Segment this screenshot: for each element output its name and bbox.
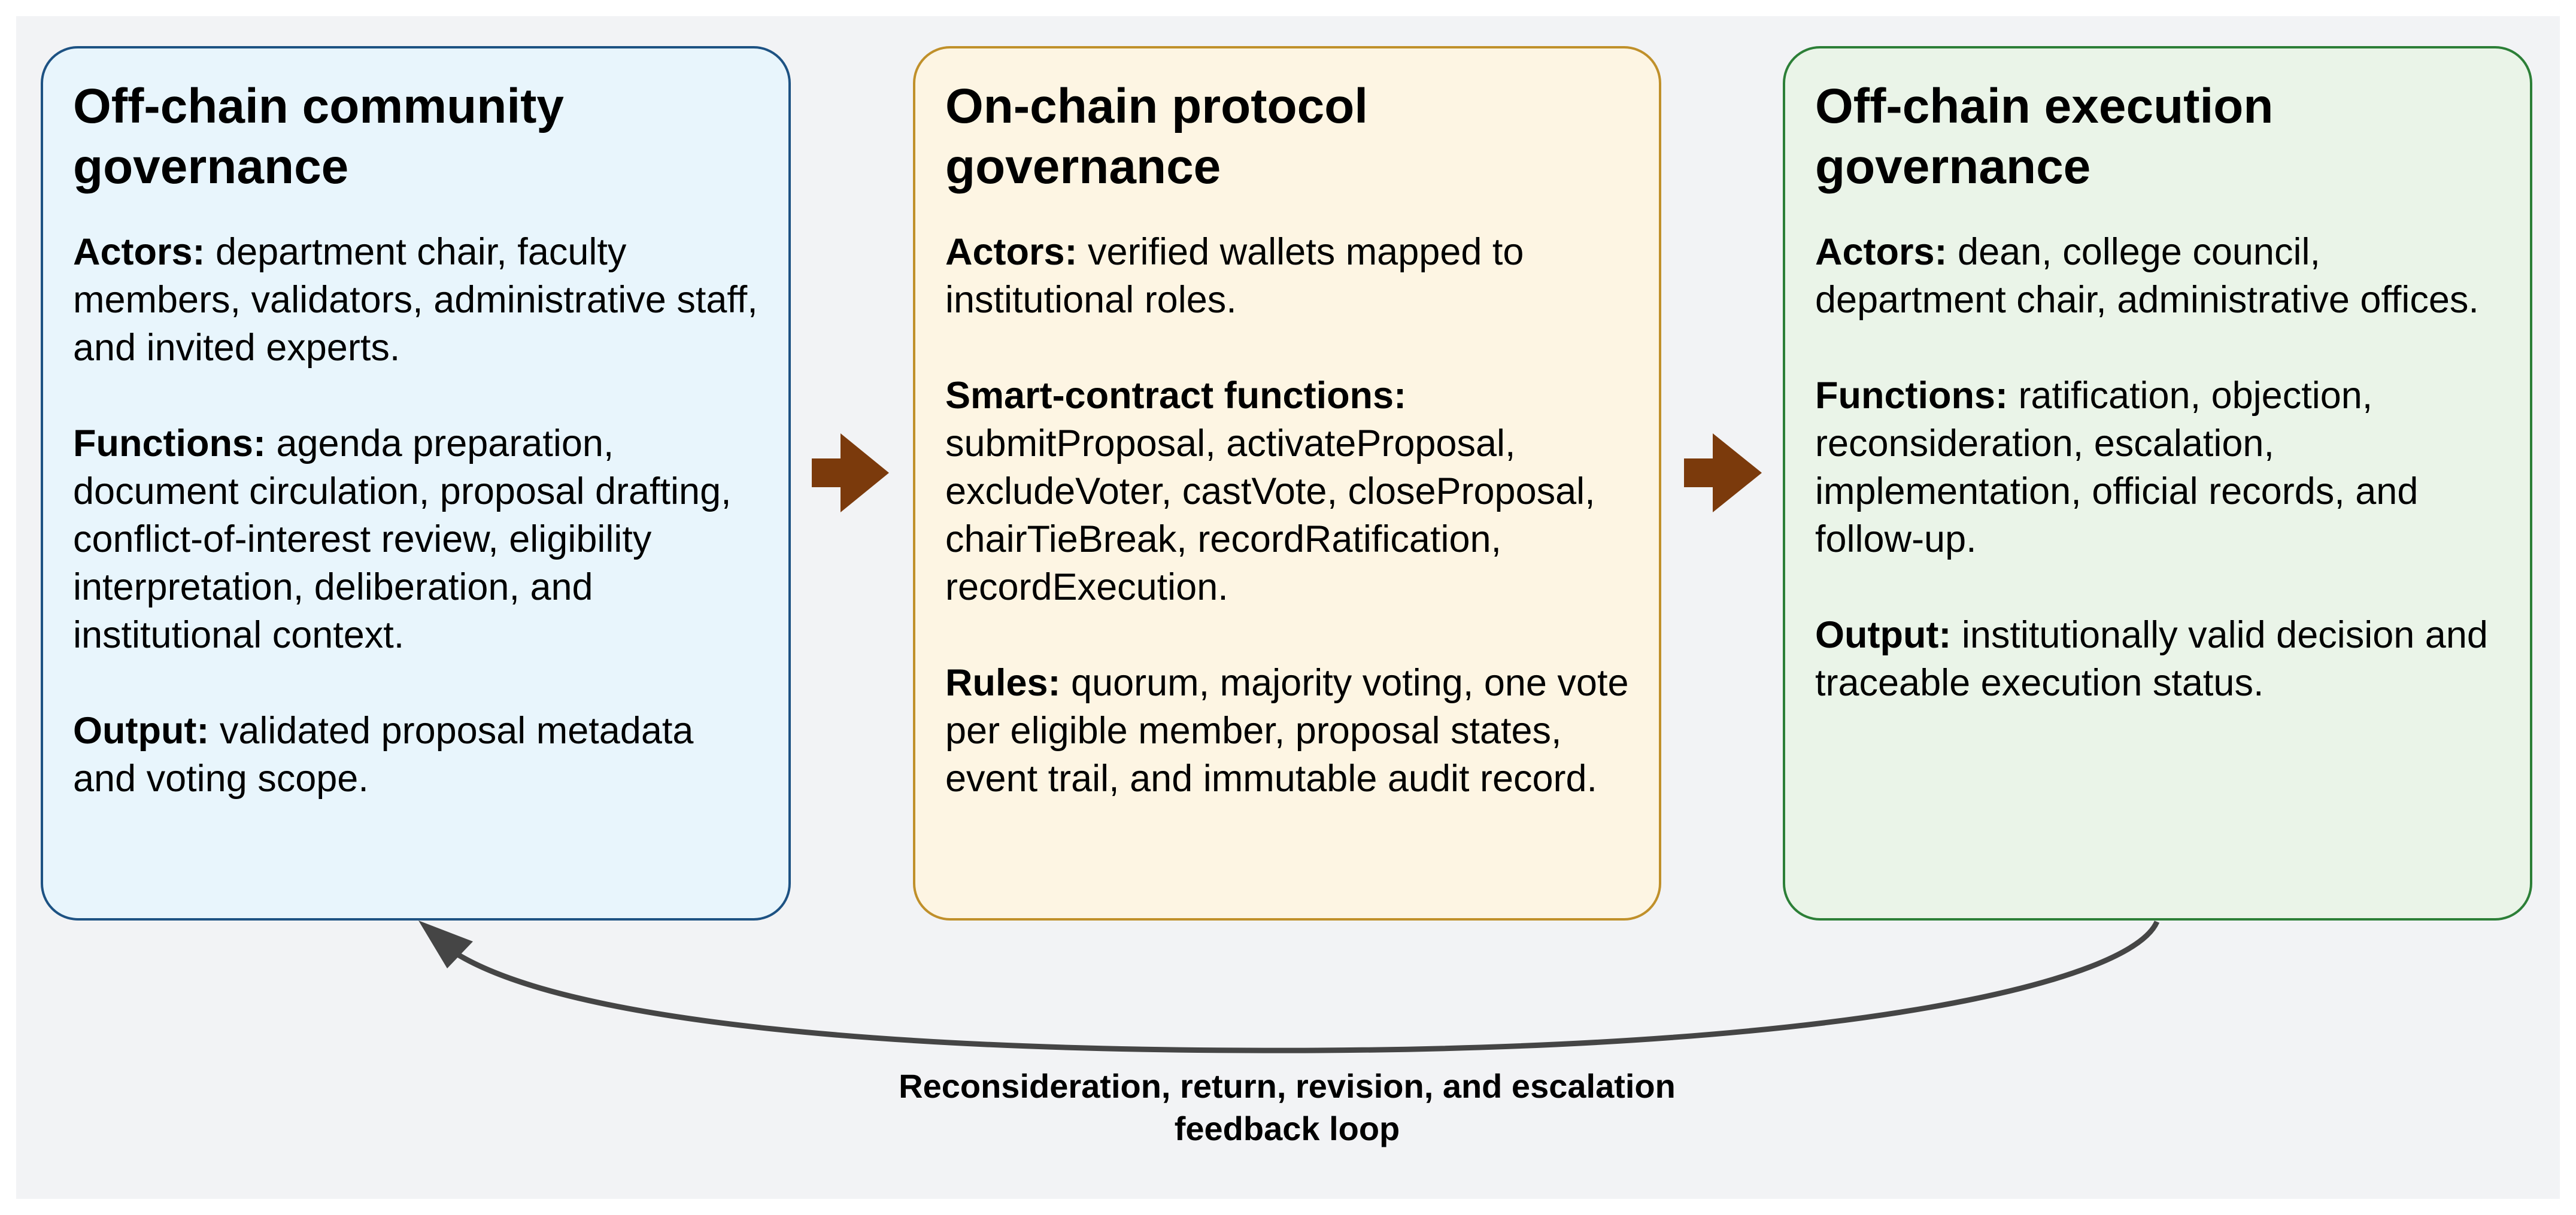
section-output: Output: institutionally valid decision a… [1815, 611, 2500, 707]
section-label: Actors: [945, 231, 1078, 273]
section-text: submitProposal, activateProposal, exclud… [945, 423, 1595, 608]
section-label: Actors: [1815, 231, 1947, 273]
section-text: validated proposal metadata and voting s… [73, 710, 694, 800]
section-actors: Actors: dean, college council, departmen… [1815, 228, 2500, 324]
section-label: Rules: [945, 662, 1061, 704]
section-label: Output: [1815, 614, 1952, 656]
section-smart-contract-functions: Smart-contract functions: submitProposal… [945, 372, 1629, 611]
section-functions: Functions: agenda preparation, document … [73, 420, 758, 659]
section-label: Functions: [73, 423, 266, 464]
section-rules: Rules: quorum, majority voting, one vote… [945, 659, 1629, 803]
panel-offchain-execution: Off-chain execution governance Actors: d… [1783, 46, 2532, 921]
section-functions: Functions: ratification, objection, reco… [1815, 372, 2500, 563]
section-actors: Actors: department chair, faculty member… [73, 228, 758, 372]
panel-title: On-chain protocol governance [945, 79, 1369, 194]
feedback-loop-label: Reconsideration, return, revision, and e… [778, 1065, 1796, 1150]
section-actors: Actors: verified wallets mapped to insti… [945, 228, 1629, 324]
section-text: quorum, majority voting, one vote per el… [945, 662, 1629, 800]
section-label: Functions: [1815, 375, 2008, 417]
section-text: department chair, faculty members, valid… [73, 231, 758, 369]
panel-title: Off-chain execution governance [1815, 79, 2274, 194]
section-text: ratification, objection, reconsideration… [1815, 375, 2419, 560]
section-text: dean, college council, department chair,… [1815, 231, 2479, 321]
section-label: Smart-contract functions: [945, 375, 1407, 417]
feedback-label-line1: Reconsideration, return, revision, and e… [899, 1067, 1676, 1105]
panel-title: Off-chain community governance [73, 79, 565, 194]
section-text: agenda preparation, document circulation… [73, 423, 732, 656]
section-text: institutionally valid decision and trace… [1815, 614, 2488, 704]
section-label: Actors: [73, 231, 205, 273]
feedback-label-line2: feedback loop [1174, 1110, 1400, 1147]
panel-onchain-protocol: On-chain protocol governance Actors: ver… [913, 46, 1661, 921]
section-text: verified wallets mapped to institutional… [945, 231, 1524, 321]
panel-offchain-community: Off-chain community governance Actors: d… [41, 46, 791, 921]
section-label: Output: [73, 710, 210, 752]
section-output: Output: validated proposal metadata and … [73, 707, 758, 803]
